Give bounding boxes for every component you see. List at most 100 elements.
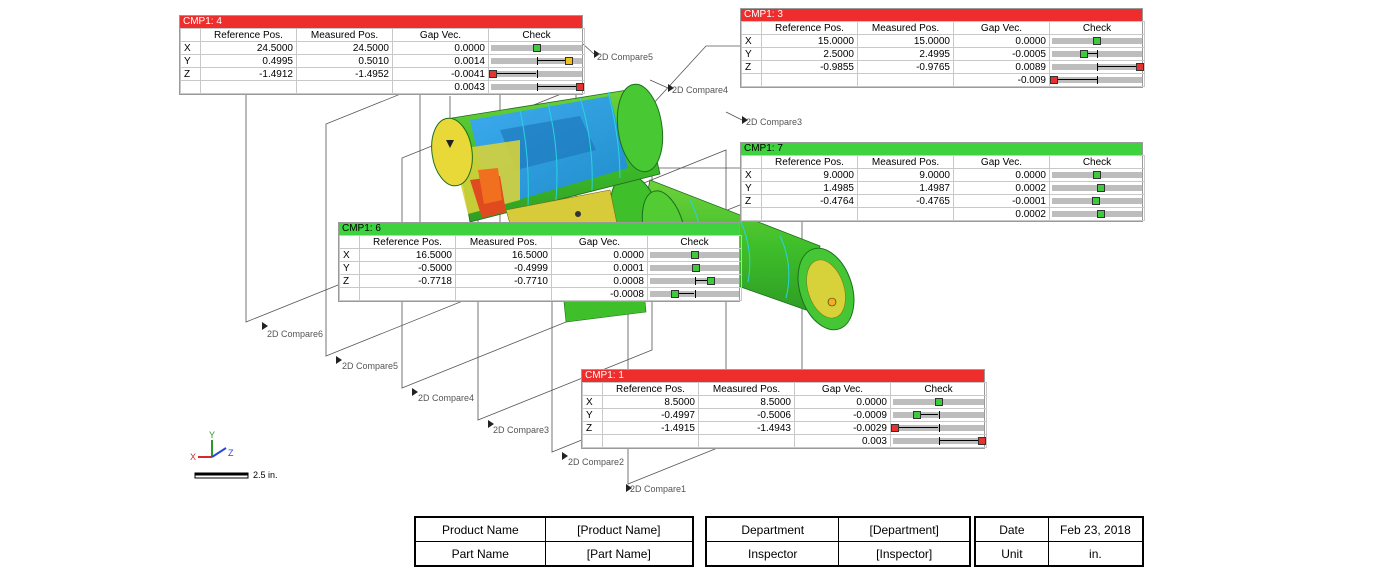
deviation-tick [938, 424, 940, 432]
deviation-tick [938, 437, 940, 445]
cell-ref: 16.5000 [359, 248, 456, 262]
cell-check [1049, 181, 1145, 195]
deviation-tick [938, 411, 940, 419]
deviation-whisker [894, 427, 939, 428]
cell-ref: -0.4764 [761, 194, 858, 208]
plane-label-bottom-0: 2D Compare6 [267, 329, 323, 339]
cell-meas: 0.5010 [296, 54, 393, 68]
deviation-marker [1096, 184, 1105, 192]
cell-meas [455, 287, 552, 301]
cell-meas: -1.4943 [698, 421, 795, 435]
cell-check [647, 261, 742, 275]
deviation-marker [565, 57, 574, 65]
plane-label-right-1: 2D Compare4 [672, 85, 728, 95]
deviation-whisker [1084, 53, 1097, 54]
deviation-tick [694, 290, 696, 298]
cell-gap: -0.0005 [953, 47, 1050, 61]
department-value: [Department] [838, 517, 970, 542]
column-header: Gap Vec. [392, 28, 489, 42]
cell-gap: -0.0009 [794, 408, 891, 422]
column-header: Gap Vec. [551, 235, 648, 249]
cell-check [1049, 194, 1145, 208]
column-header: Measured Pos. [857, 155, 954, 169]
deviation-marker [1093, 171, 1101, 179]
deviation-marker [1080, 50, 1089, 58]
deviation-bar [491, 83, 584, 91]
cell-gap: -0.0001 [953, 194, 1050, 208]
cell-meas: -0.4765 [857, 194, 954, 208]
cell-check [890, 395, 987, 409]
plane-label-right-2: 2D Compare3 [746, 117, 802, 127]
deviation-bar [1050, 76, 1142, 84]
cell-meas: 15.0000 [857, 34, 954, 48]
cell-gap: 0.0001 [551, 261, 648, 275]
cell-meas [857, 73, 954, 87]
cell-gap: -0.0008 [551, 287, 648, 301]
cell-check [488, 80, 585, 94]
deviation-marker [934, 398, 943, 406]
axis-triad: Y X Z [190, 430, 234, 462]
cell-ref: 9.0000 [761, 168, 858, 182]
product-name-value: [Product Name] [544, 517, 694, 542]
deviation-bar [650, 290, 739, 298]
compare-panel-title: CMP1: 6 [339, 223, 739, 235]
cell-meas: 9.0000 [857, 168, 954, 182]
deviation-whisker [492, 73, 537, 74]
cell-gap: -0.009 [953, 73, 1050, 87]
cell-axis: Z [741, 194, 762, 208]
cell-ref: 24.5000 [200, 41, 297, 55]
cell-meas: -1.4952 [296, 67, 393, 81]
column-header-axis [741, 21, 762, 35]
cell-axis: X [582, 395, 603, 409]
cell-check [647, 248, 742, 262]
compare-panel-title: CMP1: 4 [180, 16, 582, 28]
deviation-whisker [1097, 66, 1141, 67]
column-header: Reference Pos. [761, 155, 858, 169]
cell-check [1049, 47, 1145, 61]
column-header: Check [647, 235, 742, 249]
compare-panel-title: CMP1: 3 [741, 9, 1142, 21]
department-label: Department [705, 517, 840, 542]
deviation-whisker [674, 293, 695, 294]
table-row: Z-1.4912-1.4952-0.0041 [180, 67, 585, 81]
cell-meas: -0.5006 [698, 408, 795, 422]
cell-gap: 0.0002 [953, 181, 1050, 195]
cell-check [1049, 73, 1145, 87]
cell-axis [180, 80, 201, 94]
cell-gap: 0.0089 [953, 60, 1050, 74]
cell-check [488, 54, 585, 68]
deviation-tick [1097, 63, 1098, 71]
compare-table: Reference Pos.Measured Pos.Gap Vec.Check… [180, 28, 585, 94]
deviation-bar [893, 398, 984, 406]
column-header: Measured Pos. [455, 235, 552, 249]
compare-table: Reference Pos.Measured Pos.Gap Vec.Check… [339, 235, 742, 301]
cell-check [1049, 207, 1145, 221]
column-header: Measured Pos. [698, 382, 795, 396]
table-row: 0.003 [582, 434, 987, 448]
cell-axis: Y [741, 47, 762, 61]
cell-axis: X [741, 168, 762, 182]
column-header: Gap Vec. [953, 21, 1050, 35]
cell-ref: -0.9855 [761, 60, 858, 74]
cell-ref: -0.7718 [359, 274, 456, 288]
part-name-label: Part Name [415, 541, 546, 566]
deviation-marker [912, 411, 921, 419]
deviation-marker [690, 251, 699, 259]
cell-meas: -0.4999 [455, 261, 552, 275]
info-block-date: Date Feb 23, 2018 Unit in. [974, 516, 1144, 567]
cell-meas: 8.5000 [698, 395, 795, 409]
deviation-bar [489, 70, 582, 78]
cell-axis: X [339, 248, 360, 262]
